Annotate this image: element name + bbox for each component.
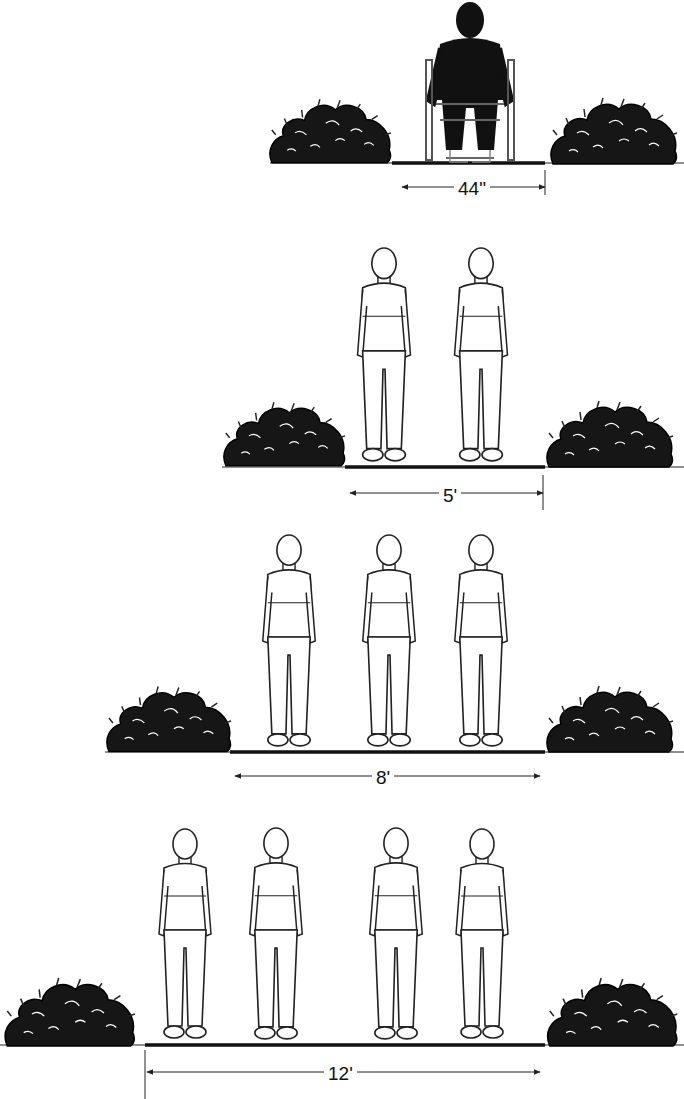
shrub [551,98,677,164]
wheelchair-user [426,2,514,162]
shrub [548,978,678,1046]
pedestrian [456,829,508,1038]
dimension-label: 44" [454,178,490,200]
shrub [5,978,135,1046]
path-surface [345,465,545,469]
pedestrian [455,535,507,746]
pedestrian [358,248,411,461]
pedestrian [363,535,415,746]
dimension-label: 12' [324,1063,357,1085]
shrub [547,686,673,752]
pedestrian [250,828,302,1039]
path-surface [392,161,545,165]
path-surface [230,750,545,754]
extension-line [145,1050,146,1099]
pedestrian [159,829,211,1038]
shrub [270,99,391,162]
pedestrian [370,828,422,1039]
dimension-label: 8' [372,767,394,789]
dimension-label: 5' [439,485,461,507]
shrub [547,401,673,467]
shrub [107,686,231,751]
path-surface [145,1043,545,1047]
extension-line [545,170,546,195]
extension-line [543,475,544,510]
shrub [224,402,345,465]
pedestrian [263,535,315,746]
pedestrian [455,248,508,461]
